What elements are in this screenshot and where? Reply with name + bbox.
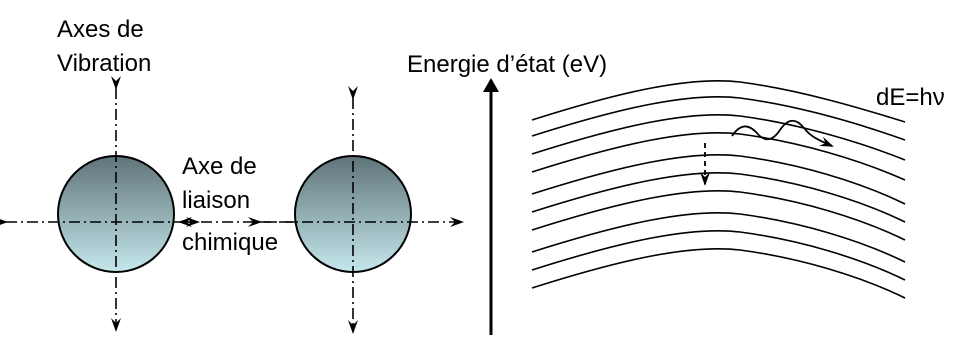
energy-levels: [531, 79, 906, 299]
photon-wave: [731, 119, 834, 147]
energy-level: [531, 131, 906, 181]
bond-axis-label-line1: Axe de: [182, 153, 257, 180]
bond-axis-label-line2: liaison: [182, 187, 251, 214]
vibration-axes-label-line2: Vibration: [57, 50, 152, 77]
energy-axis-label: Energie d’état (eV): [407, 51, 608, 78]
energy-level: [531, 247, 906, 299]
photon-energy-label: dE=hν: [876, 84, 945, 111]
energy-level: [531, 79, 906, 123]
energy-level: [531, 95, 906, 141]
energy-level: [531, 171, 906, 223]
energy-level: [531, 113, 906, 161]
bond-axis-label-line3: chimique: [182, 229, 279, 256]
energy-level: [531, 189, 906, 241]
energy-level: [531, 229, 906, 281]
energy-level: [531, 211, 906, 263]
vibration-axes-label-line1: Axes de: [57, 16, 144, 43]
energy-level: [531, 153, 906, 205]
